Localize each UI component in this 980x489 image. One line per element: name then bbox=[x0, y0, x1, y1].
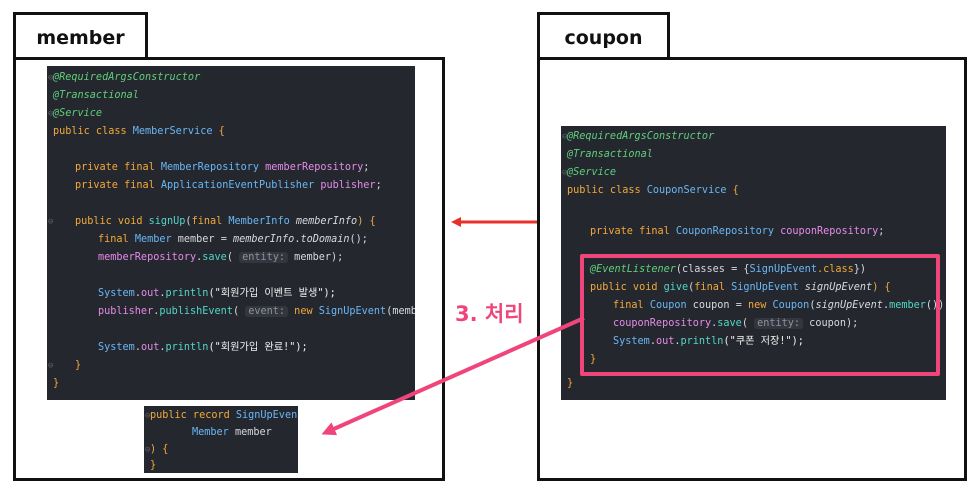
code-line: } bbox=[53, 378, 60, 389]
code-line: private final CouponRepository couponRep… bbox=[590, 226, 885, 237]
code-line: private final ApplicationEventPublisher … bbox=[75, 180, 382, 191]
code-line: public class MemberService { bbox=[53, 126, 225, 137]
code-line: @EventListener(classes = {SignUpEvent.cl… bbox=[590, 264, 867, 275]
code-line: System.out.println("쿠폰 저장!"); bbox=[613, 336, 804, 347]
code-line: final Member member = memberInfo.toDomai… bbox=[98, 234, 368, 245]
code-line: } bbox=[567, 378, 574, 389]
code-line: } bbox=[590, 354, 597, 365]
code-line: System.out.println("회원가입 완료!"); bbox=[98, 342, 308, 353]
member-tab: member bbox=[13, 12, 148, 60]
member-service-code: ⊖@RequiredArgsConstructor @Transactional… bbox=[47, 66, 415, 400]
code-line: memberRepository.save( entity: member); bbox=[98, 252, 344, 263]
code-line: final Coupon coupon = new Coupon(signUpE… bbox=[613, 300, 946, 311]
coupon-service-code: ⊖@RequiredArgsConstructor @Transactional… bbox=[561, 126, 946, 400]
code-line: public class CouponService { bbox=[567, 185, 739, 196]
signup-event-record-code: ⊖public record SignUpEvent( Member membe… bbox=[144, 406, 298, 473]
code-line: Member member bbox=[192, 427, 272, 438]
code-line: } bbox=[150, 460, 157, 471]
coupon-tab: coupon bbox=[537, 12, 670, 60]
code-line: private final MemberRepository memberRep… bbox=[75, 162, 370, 173]
coupon-title: coupon bbox=[564, 26, 643, 49]
code-line: public void give(final SignUpEvent signU… bbox=[590, 282, 891, 293]
member-title: member bbox=[36, 26, 125, 49]
event-listener-highlight bbox=[580, 254, 940, 376]
code-line: System.out.println("회원가입 이벤트 발생"); bbox=[98, 288, 336, 299]
code-line: publisher.publishEvent( event: new SignU… bbox=[98, 306, 415, 317]
step-label: 3. 처리 bbox=[455, 302, 524, 326]
code-line: couponRepository.save( entity: coupon); bbox=[613, 318, 859, 329]
